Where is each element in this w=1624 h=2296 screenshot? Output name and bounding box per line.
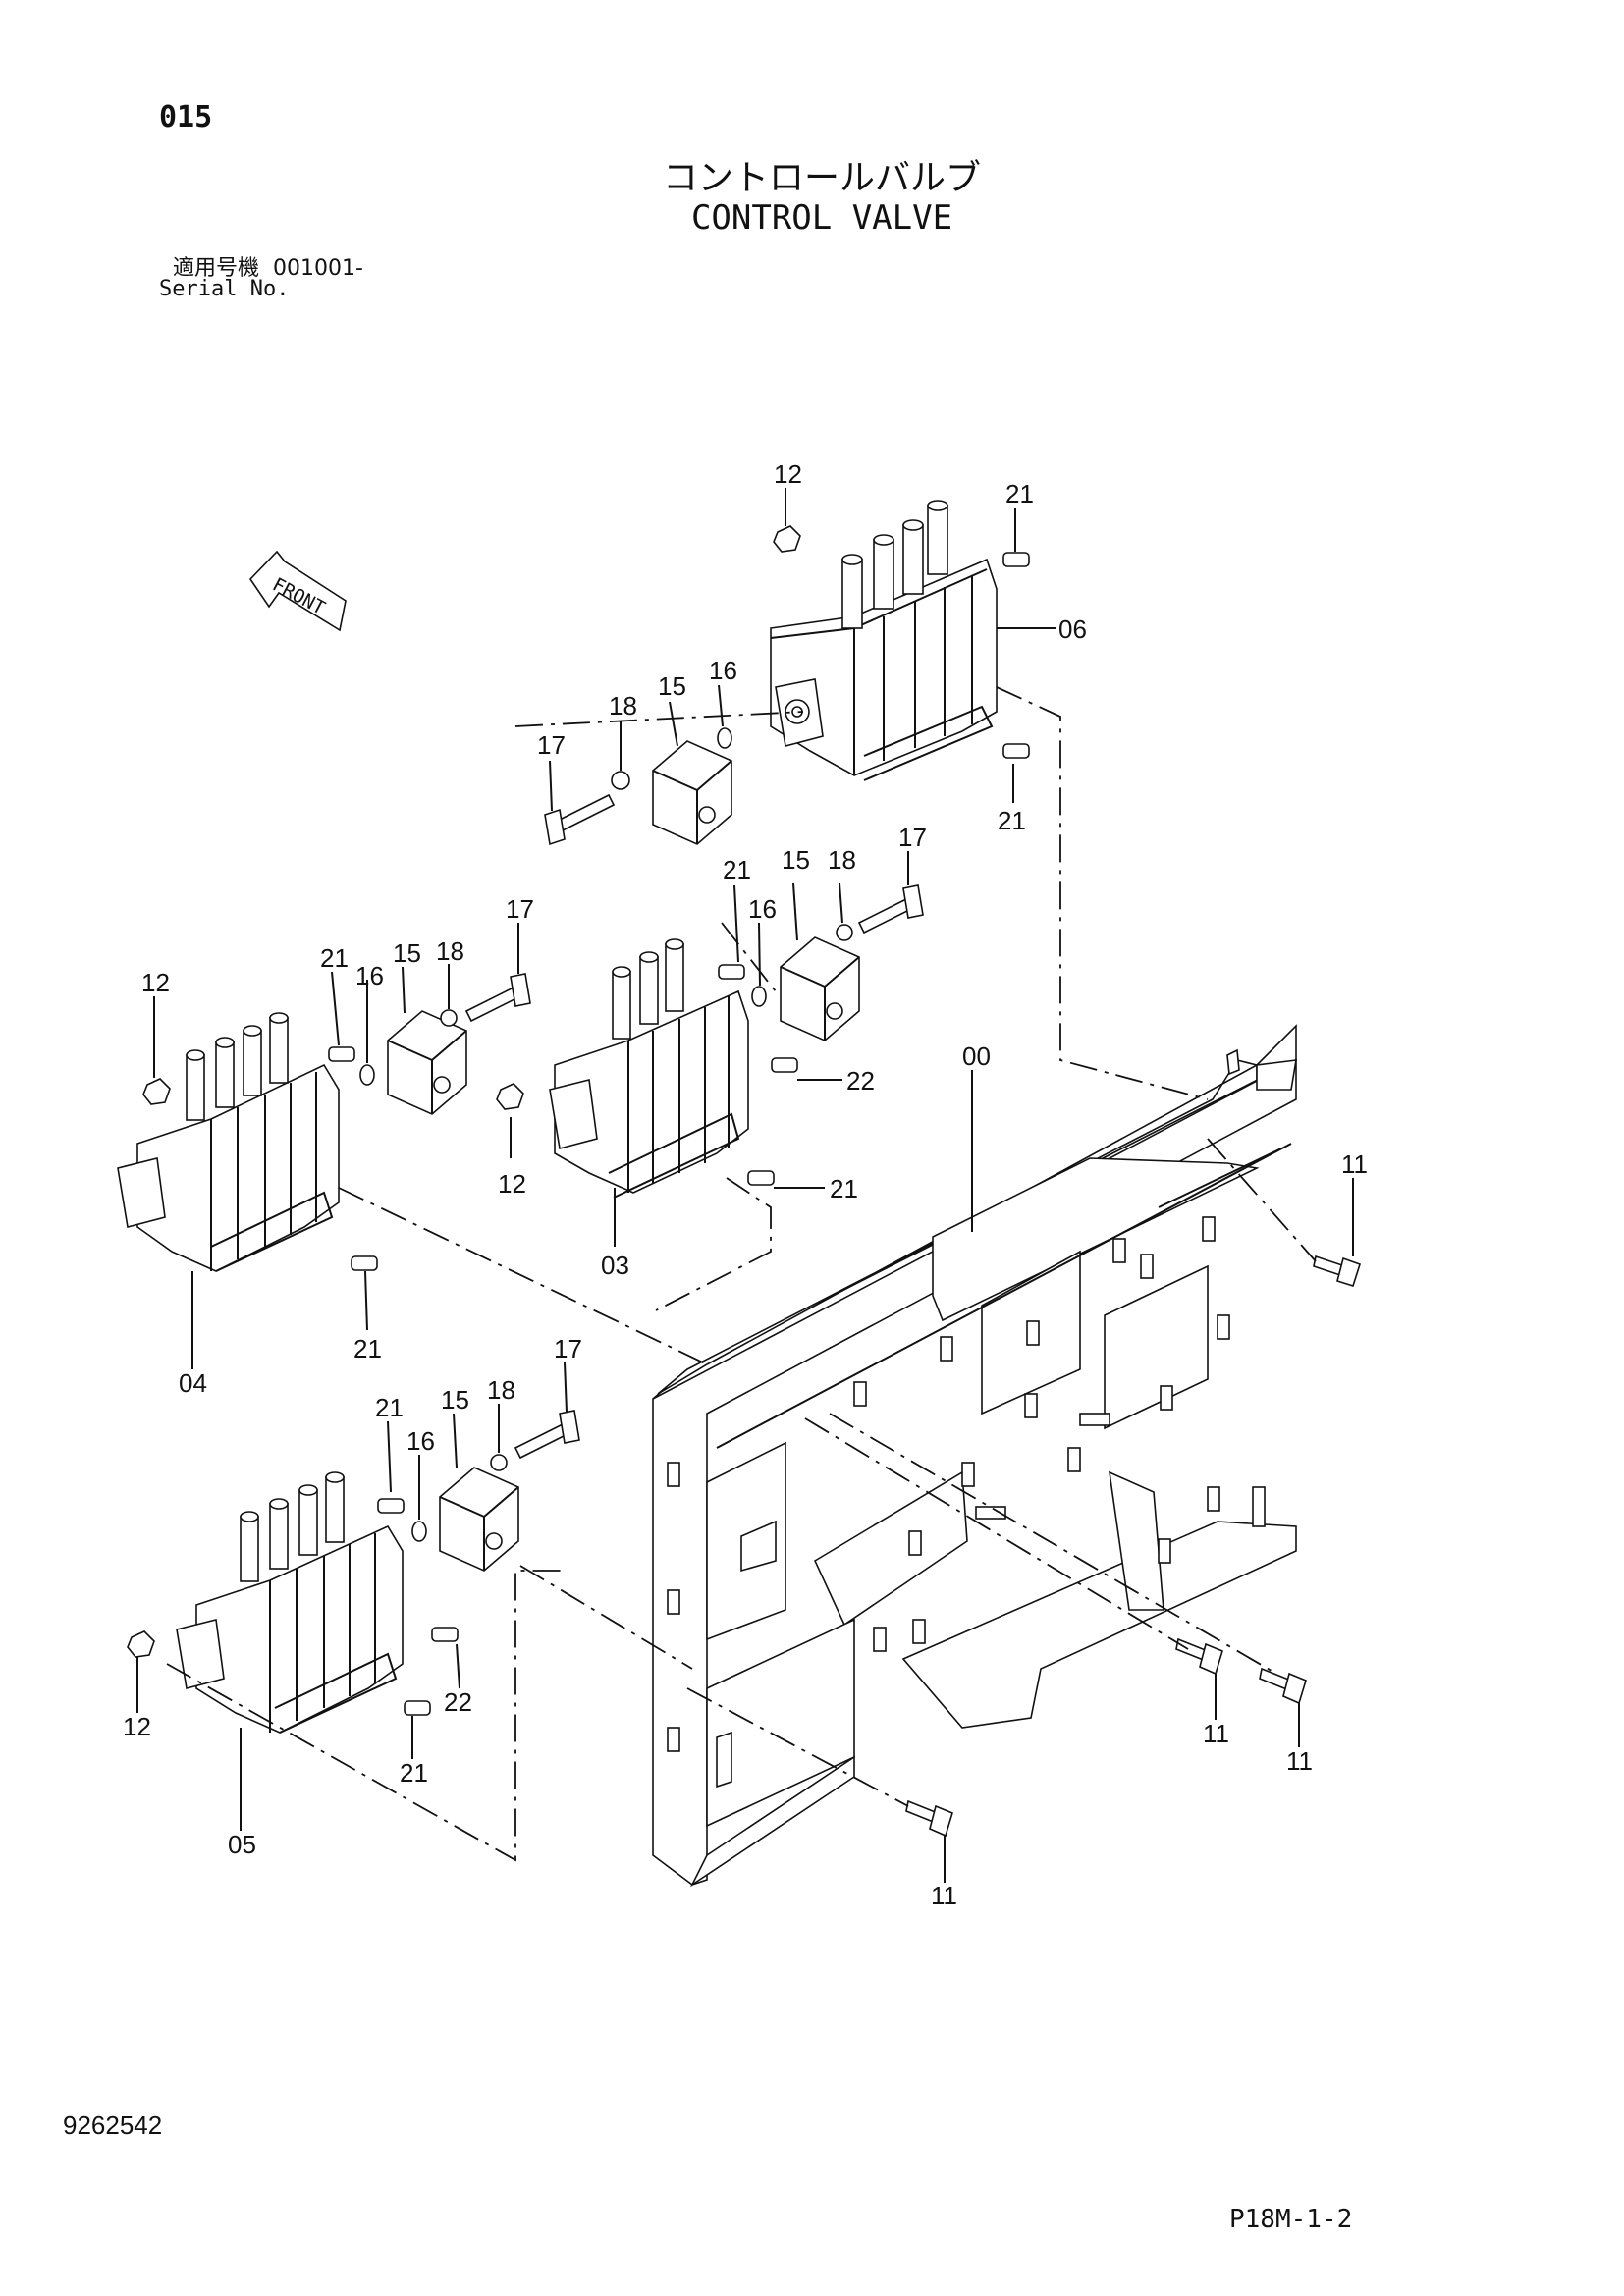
callout-22: 22 [444, 1687, 472, 1717]
callout-21: 21 [723, 855, 751, 884]
callout-18: 18 [487, 1375, 515, 1405]
block-15-top [652, 740, 732, 845]
callout-18: 18 [609, 691, 637, 721]
bolt-17-bottom [514, 1410, 580, 1460]
callout-21: 21 [320, 943, 349, 973]
title-japanese: コントロールバルブ [662, 158, 981, 198]
control-valve-03 [549, 938, 749, 1199]
title-english: CONTROL VALVE [690, 198, 953, 238]
bolt-17-left [464, 973, 531, 1023]
callout-11: 11 [931, 1881, 957, 1910]
callout-21: 21 [353, 1334, 382, 1363]
small-fittings [127, 525, 1030, 1716]
callout-16: 16 [709, 656, 737, 685]
callout-21: 21 [375, 1393, 404, 1422]
main-frame [652, 1024, 1297, 1888]
callout-17: 17 [537, 730, 566, 760]
callout-11: 11 [1341, 1149, 1368, 1179]
callout-15: 15 [782, 845, 810, 875]
control-valve-04 [117, 1012, 340, 1272]
callout-04: 04 [179, 1368, 207, 1398]
callout-15: 15 [441, 1385, 469, 1415]
control-valve-05 [176, 1471, 404, 1734]
callout-17: 17 [898, 823, 927, 852]
bolt-11-bottom [905, 1799, 953, 1838]
callout-12: 12 [498, 1169, 526, 1199]
serial-value: 001001- [273, 256, 363, 281]
callout-12: 12 [123, 1712, 151, 1741]
bolt-11-mid-b [1259, 1667, 1307, 1705]
callout-12: 12 [141, 968, 170, 997]
callout-16: 16 [355, 961, 384, 990]
bolt-17-top [544, 793, 616, 846]
control-valve-06 [770, 500, 998, 781]
callout-11: 11 [1286, 1746, 1313, 1776]
callout-12: 12 [774, 459, 802, 489]
callout-06: 06 [1058, 614, 1087, 644]
callout-11: 11 [1203, 1719, 1229, 1748]
callout-18: 18 [436, 936, 464, 966]
callout-16: 16 [406, 1426, 435, 1456]
callout-21: 21 [998, 806, 1026, 835]
callouts: 12 21 06 16 15 18 17 21 17 21 15 18 16 1… [123, 459, 1368, 1910]
callout-18: 18 [828, 845, 856, 875]
bolt-17-middle [857, 884, 924, 934]
callout-00: 00 [962, 1041, 991, 1071]
callout-15: 15 [658, 671, 686, 701]
bolt-11-right [1313, 1255, 1361, 1288]
callout-15: 15 [393, 938, 421, 968]
callout-17: 17 [554, 1334, 582, 1363]
callout-21: 21 [1005, 479, 1034, 508]
front-arrow-icon: FRONT [248, 550, 347, 632]
reference-lines [166, 686, 1317, 1862]
callout-21: 21 [830, 1174, 858, 1203]
block-15-left [387, 1010, 467, 1115]
block-15-bottom [439, 1467, 519, 1572]
serial-label-en: Serial No. [159, 277, 290, 301]
leader-lines [136, 488, 1354, 1883]
frame-slots [667, 1216, 1266, 1752]
block-15-middle [780, 936, 860, 1041]
bolt-11-mid-a [1175, 1637, 1223, 1676]
serial-label-jp: 適用号機 [173, 256, 260, 281]
callout-21: 21 [400, 1758, 428, 1788]
callout-05: 05 [228, 1830, 256, 1859]
callout-17: 17 [506, 894, 534, 924]
callout-16: 16 [748, 894, 777, 924]
callout-03: 03 [601, 1251, 629, 1280]
plate-code: P18M-1-2 [1229, 2205, 1353, 2234]
document-number: 9262542 [63, 2110, 163, 2140]
callout-22: 22 [846, 1066, 875, 1095]
page-number: 015 [159, 100, 213, 134]
serial-applicability: 適用号機 001001- [173, 250, 363, 282]
